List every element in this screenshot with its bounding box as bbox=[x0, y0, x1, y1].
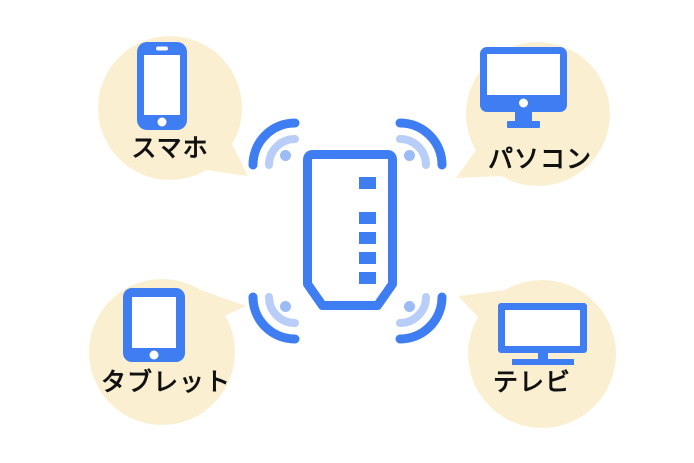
tablet-icon bbox=[123, 288, 185, 362]
router-led-2 bbox=[359, 212, 376, 224]
smartphone-icon bbox=[137, 42, 187, 130]
wifi-inner-arc bbox=[265, 293, 299, 327]
bubble-tail bbox=[458, 290, 505, 317]
wifi-inner-arc bbox=[265, 135, 299, 169]
wifi-signal-icon-top-right bbox=[395, 118, 447, 170]
tv-stand-base bbox=[512, 359, 574, 365]
router-body bbox=[303, 150, 397, 310]
tablet-home-button bbox=[149, 350, 159, 360]
tablet-screen bbox=[132, 297, 176, 348]
bubble-tail bbox=[206, 144, 248, 176]
router-led-5 bbox=[359, 272, 376, 284]
wifi-dot bbox=[280, 150, 291, 161]
wifi-signal-icon-bottom-right bbox=[395, 292, 447, 344]
monitor-camera-dot bbox=[519, 98, 528, 108]
bubble-tail bbox=[198, 289, 246, 316]
monitor-base bbox=[507, 121, 540, 128]
wifi-inner-arc bbox=[396, 293, 430, 327]
label-tv: テレビ bbox=[492, 368, 572, 397]
tv-screen bbox=[505, 310, 580, 346]
bubble-tail bbox=[456, 150, 502, 178]
wifi-signal-icon-bottom-left bbox=[248, 292, 300, 344]
monitor-screen bbox=[487, 54, 560, 95]
wifi-outer-arc bbox=[395, 292, 447, 344]
wifi-outer-arc bbox=[395, 118, 447, 170]
phone-speaker bbox=[156, 46, 168, 51]
router-led-3 bbox=[359, 232, 376, 244]
wifi-outer-arc bbox=[248, 292, 300, 344]
label-pc: パソコン bbox=[487, 145, 593, 174]
phone-home-button bbox=[157, 117, 167, 127]
router-led-1 bbox=[359, 177, 376, 189]
wifi-router-icon bbox=[303, 150, 397, 310]
wifi-inner-arc bbox=[396, 135, 430, 169]
wifi-signal-icon-top-left bbox=[248, 118, 300, 170]
label-tablet: タブレット bbox=[100, 368, 232, 397]
wifi-dot bbox=[404, 150, 415, 161]
desktop-computer-icon bbox=[480, 47, 567, 128]
router-led-4 bbox=[359, 252, 376, 264]
wifi-outer-arc bbox=[248, 118, 300, 170]
label-smartphone: スマホ bbox=[131, 134, 209, 163]
tv-icon bbox=[498, 303, 587, 365]
tv-stand-post bbox=[538, 353, 548, 361]
monitor-neck bbox=[515, 112, 532, 121]
wifi-dot bbox=[404, 301, 415, 312]
wifi-dot bbox=[280, 301, 291, 312]
phone-screen bbox=[144, 55, 180, 115]
